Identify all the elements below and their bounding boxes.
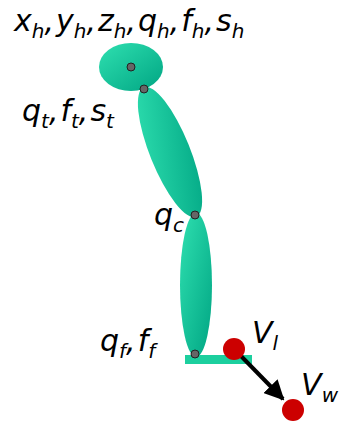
symbol-text: s xyxy=(216,3,232,38)
torso-state-label: qt,ft,st xyxy=(22,96,114,126)
separator-text: , xyxy=(79,93,89,128)
symbol-text: q xyxy=(154,197,173,232)
separator-text: , xyxy=(126,323,136,358)
symbol-text: z xyxy=(98,3,114,38)
head-state-label: xh,yh,zh,qh,fh,sh xyxy=(14,6,244,36)
symbol-text: x xyxy=(14,3,32,38)
symbol-text: f xyxy=(181,3,192,38)
joint-dot xyxy=(140,85,148,93)
subscript-text: h xyxy=(114,19,127,43)
subscript-text: h xyxy=(32,19,45,43)
joint-dot xyxy=(191,211,199,219)
subscript-text: c xyxy=(173,213,184,237)
symbol-text: f xyxy=(138,323,149,358)
symbol-text: y xyxy=(56,3,74,38)
knee-state-label: qc xyxy=(154,200,184,230)
separator-text: , xyxy=(86,3,96,38)
joint-dot xyxy=(191,350,199,358)
symbol-text: q xyxy=(138,3,157,38)
subscript-text: l xyxy=(273,331,279,355)
subscript-text: h xyxy=(157,19,170,43)
separator-text: , xyxy=(126,3,136,38)
velocity-arrow xyxy=(240,355,283,399)
point-dot xyxy=(223,338,245,360)
separator-text: , xyxy=(205,3,215,38)
separator-text: , xyxy=(49,93,59,128)
foot-state-label: qf,ff xyxy=(100,326,155,356)
subscript-text: h xyxy=(192,19,205,43)
subscript-text: h xyxy=(232,19,245,43)
symbol-text: f xyxy=(60,93,71,128)
point-label: Vw xyxy=(301,370,338,400)
symbol-text: s xyxy=(90,93,106,128)
head-ellipse xyxy=(99,43,163,91)
subscript-text: h xyxy=(74,19,87,43)
subscript-text: f xyxy=(148,339,155,363)
point-label: Vl xyxy=(252,318,278,348)
subscript-text: f xyxy=(119,339,126,363)
symbol-text: q xyxy=(100,323,119,358)
symbol-text: V xyxy=(301,367,322,402)
joint-dot xyxy=(127,63,135,71)
subscript-text: t xyxy=(41,109,49,133)
subscript-text: t xyxy=(71,109,79,133)
symbol-text: q xyxy=(22,93,41,128)
subscript-text: w xyxy=(322,383,338,407)
separator-text: , xyxy=(44,3,54,38)
point-dot xyxy=(282,399,304,421)
separator-text: , xyxy=(170,3,180,38)
leg-ellipse xyxy=(180,213,212,357)
subscript-text: t xyxy=(106,109,114,133)
symbol-text: V xyxy=(252,315,273,350)
